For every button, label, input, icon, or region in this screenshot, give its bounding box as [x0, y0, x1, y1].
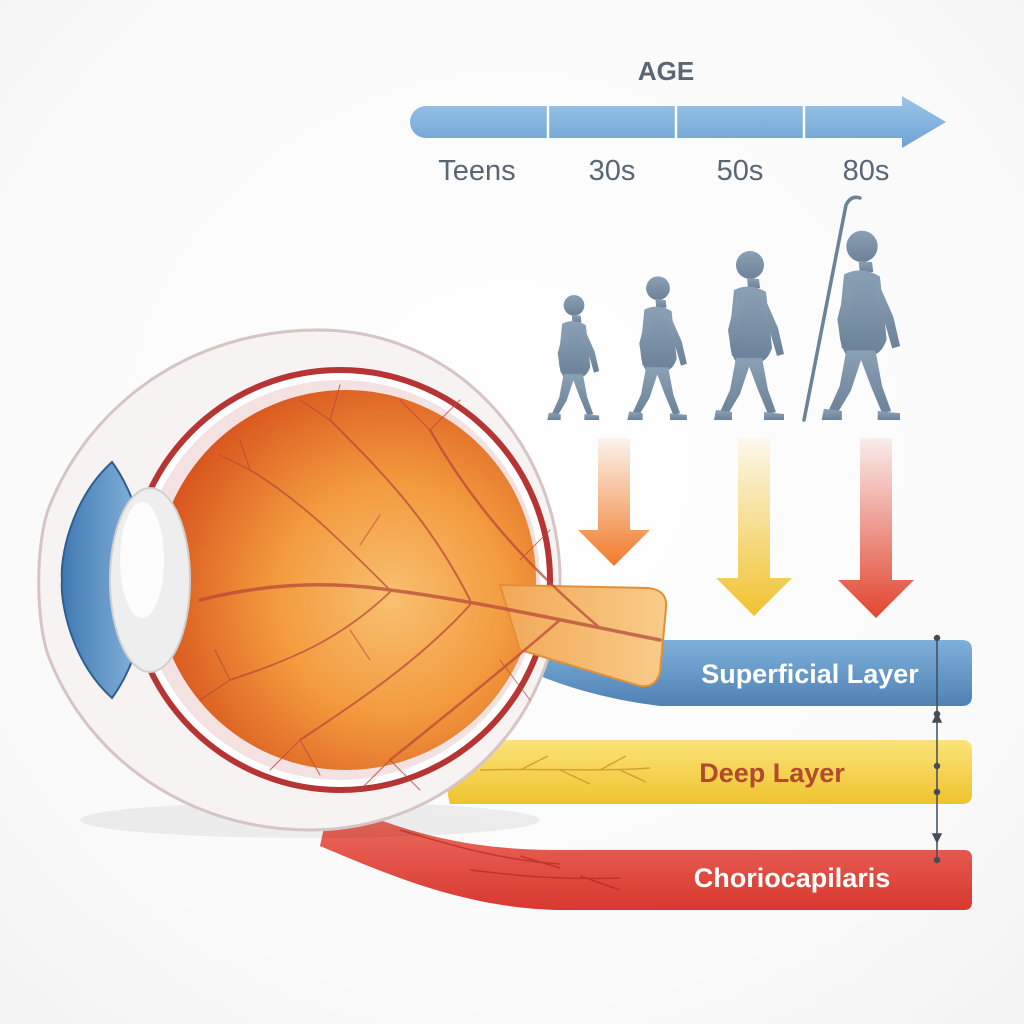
stage-label-50s: 50s [717, 155, 764, 187]
retinal-vessels [198, 384, 662, 791]
deep-layer-band [447, 740, 972, 804]
layer-label-choriocapilaris: Choriocapilaris [694, 863, 891, 893]
retina [156, 390, 536, 770]
walking-person-icon [547, 294, 600, 420]
lens-highlight [120, 502, 164, 618]
down-arrow-icon [716, 438, 792, 616]
down-arrow-icon [578, 438, 650, 566]
age-figures [547, 195, 901, 422]
stage-label-30s: 30s [589, 155, 636, 187]
age-title: AGE [638, 56, 694, 86]
deep-layer-vessels [479, 755, 651, 785]
walking-person-icon [821, 230, 901, 420]
choriocapilaris-band [320, 800, 972, 910]
stage-label-teens: Teens [438, 155, 515, 187]
layer-label-superficial: Superficial Layer [701, 659, 919, 689]
down-arrow-icon [838, 438, 914, 618]
depth-indicator [931, 634, 943, 864]
eye-cross-section [37, 328, 668, 838]
walking-person-icon [714, 251, 784, 420]
stage-label-80s: 80s [843, 155, 890, 187]
vascular-layers: Choriocapilaris Deep Layer Superficial L… [320, 634, 972, 910]
choroid-vessels [399, 829, 621, 891]
layer-label-deep: Deep Layer [699, 758, 845, 788]
optic-nerve [498, 583, 668, 688]
cane-icon [802, 195, 862, 422]
age-timeline: AGE Teens 30s 50s 80s [410, 56, 946, 187]
walking-person-icon [627, 276, 687, 420]
age-arrows [578, 438, 914, 618]
timeline-arrow [410, 96, 946, 148]
